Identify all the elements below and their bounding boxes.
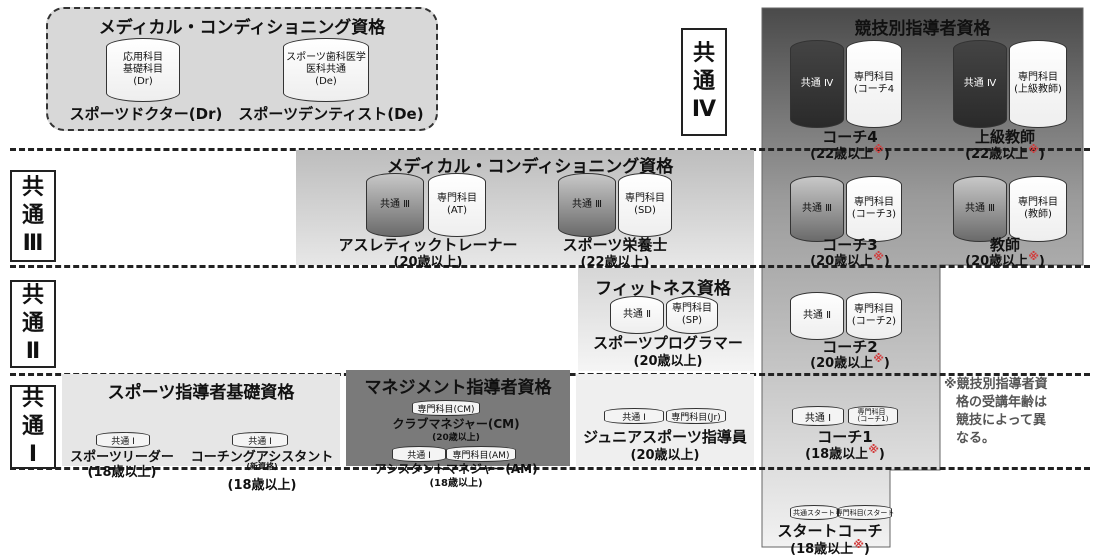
senior-teacher-label: 上級教師 [974, 128, 1035, 146]
tier-char: Ⅲ [22, 231, 44, 256]
sd-specialty-cylinder: 専門科目 (SD) [618, 173, 672, 237]
common-iv-cylinder: 共通 Ⅳ [790, 40, 844, 128]
doctor-subject-cylinder: 応用科目 基礎科目 (Dr) [106, 38, 180, 102]
club-manager-age: (20歳以上) [432, 433, 480, 443]
tier-char: 通 [692, 69, 715, 94]
tier-label-common-ii: 共 通 Ⅱ [10, 280, 56, 368]
common-ii-cylinder: 共通 Ⅱ [610, 296, 664, 334]
coach3-age: (20歳以上※) [810, 250, 890, 269]
sports-dentist-label: スポーツデンティスト(De) [238, 105, 424, 123]
athletic-trainer-label: アスレティックトレーナー [338, 236, 518, 254]
start-coach-age: (18歳以上※) [790, 538, 870, 557]
athletic-trainer-age: (20歳以上) [393, 255, 463, 270]
common-i-disc: 共通 Ⅰ [792, 406, 844, 426]
start-specialty-disc: 専門科目(スタート [836, 505, 894, 520]
management-title: マネジメント指導者資格 [364, 378, 552, 398]
sports-programmer-age: (20歳以上) [633, 354, 703, 369]
coach1-specialty-disc: 専門科目 (コーチ1) [848, 406, 898, 426]
coach2-label: コーチ2 [822, 338, 878, 356]
coach4-age: (22歳以上※) [810, 143, 890, 162]
sports-leader-label: スポーツリーダー [70, 450, 174, 465]
coach3-specialty-cylinder: 専門科目 (コーチ3) [846, 176, 902, 242]
common-i-disc: 共通 Ⅰ [232, 432, 288, 448]
common-iii-cylinder: 共通 Ⅲ [366, 173, 424, 237]
club-manager-label: クラブマネジャー(CM) [392, 417, 520, 431]
coaching-assistant-new: (新資格) [246, 462, 278, 471]
common-start-disc: 共通スタート [790, 505, 838, 520]
tier-separator [10, 467, 1090, 470]
basic-title: スポーツ指導者基礎資格 [107, 383, 295, 403]
at-specialty-cylinder: 専門科目 (AT) [428, 173, 486, 237]
assistant-manager-age: (18歳以上) [429, 478, 483, 489]
dentist-subject-cylinder: スポーツ歯科医学 医科共通 (De) [283, 38, 369, 102]
tier-char: 通 [21, 311, 44, 336]
coach3-label: コーチ3 [822, 236, 878, 254]
teacher-specialty-cylinder: 専門科目 (教師) [1009, 176, 1067, 242]
fitness-title: フィットネス資格 [595, 279, 731, 299]
coaching-assistant-label: コーチングアシスタント [190, 450, 334, 465]
coach4-specialty-cylinder: 専門科目 (コーチ4 [846, 40, 902, 128]
sports-dietitian-age: (22歳以上) [580, 255, 650, 270]
medical-mid-title: メディカル・コンディショニング資格 [386, 157, 674, 177]
coach2-age: (20歳以上※) [810, 352, 890, 371]
coaching-assistant-age: (18歳以上) [227, 478, 297, 493]
coach2-specialty-cylinder: 専門科目 (コーチ2) [846, 292, 902, 340]
coach4-label: コーチ4 [822, 128, 878, 146]
coach1-age: (18歳以上※) [805, 443, 885, 462]
common-iv-cylinder: 共通 Ⅳ [953, 40, 1007, 128]
junior-instructor-age: (20歳以上) [630, 448, 700, 463]
common-i-disc: 共通 Ⅰ [392, 446, 446, 462]
common-ii-cylinder: 共通 Ⅱ [790, 292, 844, 340]
tier-label-common-iii: 共 通 Ⅲ [10, 170, 56, 262]
tier-char: Ⅱ [25, 339, 41, 364]
competition-age-note: ※競技別指導者資 格の受講年齢は 競技によって異 なる。 [944, 377, 1048, 446]
start-coach-label: スタートコーチ [777, 522, 883, 540]
am-specialty-disc: 専門科目(AM) [446, 446, 516, 462]
medical-top-title: メディカル・コンディショニング資格 [98, 18, 386, 38]
tier-char: 共 [21, 175, 44, 200]
teacher-label: 教師 [989, 236, 1020, 254]
sports-dietitian-label: スポーツ栄養士 [562, 236, 668, 254]
tier-char: 共 [21, 283, 44, 308]
common-iii-cylinder: 共通 Ⅲ [790, 176, 844, 242]
tier-char: 共 [692, 41, 715, 66]
junior-instructor-label: ジュニアスポーツ指導員 [583, 428, 747, 446]
tier-char: 共 [21, 386, 44, 411]
senior-teacher-specialty-cylinder: 専門科目 (上級教師) [1009, 40, 1067, 128]
tier-char: Ⅰ [28, 442, 38, 467]
common-i-disc: 共通 Ⅰ [604, 408, 664, 424]
senior-teacher-age: (22歳以上※) [965, 143, 1045, 162]
tier-label-common-i: 共 通 Ⅰ [10, 385, 56, 469]
common-i-disc: 共通 Ⅰ [96, 432, 150, 448]
tier-label-common-iv: 共 通 Ⅳ [681, 28, 727, 136]
coach1-label: コーチ1 [817, 428, 873, 446]
teacher-age: (20歳以上※) [965, 250, 1045, 269]
jr-specialty-disc: 専門科目(Jr) [666, 408, 726, 424]
sports-leader-age: (18歳以上) [87, 465, 157, 480]
basic-panel [62, 374, 340, 466]
common-iii-cylinder: 共通 Ⅲ [953, 176, 1007, 242]
sports-programmer-label: スポーツプログラマー [593, 334, 743, 352]
sports-doctor-label: スポーツドクター(Dr) [69, 105, 223, 123]
tier-char: 通 [21, 203, 44, 228]
competition-title: 競技別指導者資格 [854, 19, 991, 39]
tier-char: Ⅳ [691, 97, 717, 122]
tier-separator [10, 265, 1090, 268]
tier-char: 通 [21, 414, 44, 439]
cm-specialty-disc: 専門科目(CM) [412, 400, 480, 416]
assistant-manager-label: アシスタントマネジャー(AM) [374, 462, 538, 476]
sp-specialty-cylinder: 専門科目 (SP) [666, 296, 718, 334]
common-iii-cylinder: 共通 Ⅲ [558, 173, 616, 237]
tier-separator [10, 148, 1090, 151]
